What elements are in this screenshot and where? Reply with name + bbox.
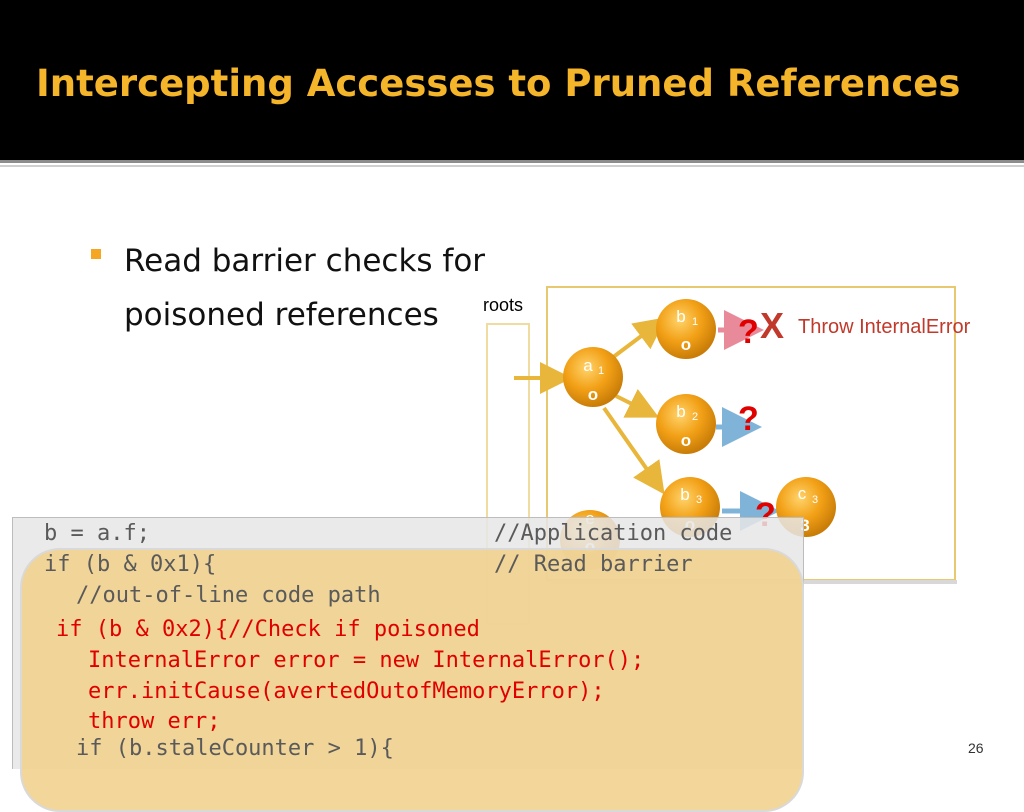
code-comment-application: //Application code [494,521,733,546]
node-a1-sub: 1 [598,365,604,377]
node-b3-sub: 3 [696,494,702,506]
throw-label: Throw InternalError [798,316,971,338]
x-mark: X [760,305,784,346]
node-b1-sub: 1 [692,316,698,328]
bullet-marker-icon [91,249,101,259]
code-comment-read-barrier: // Read barrier [494,552,693,577]
slide-number: 26 [968,740,984,756]
bullet-text: Read barrier checks for poisoned referen… [124,243,486,333]
node-a1: a 1 o [563,347,623,407]
node-b1-value: o [681,335,691,354]
code-line-new-error: InternalError error = new InternalError(… [88,648,645,673]
node-b2: b 2 o [656,394,716,454]
question-mark-b2: ? [738,400,759,438]
node-a1-letter: a [583,356,593,375]
title-bar: Intercepting Accesses to Pruned Referenc… [0,0,1024,160]
code-line-if-bit: if (b & 0x1){ [44,552,217,577]
code-line-init-cause: err.initCause(avertedOutofMemoryError); [88,679,605,704]
arrow-a1-to-b3 [602,406,665,495]
node-c3-sub: 3 [812,494,818,506]
node-b2-sub: 2 [692,411,698,423]
node-b1-letter: b [676,307,685,326]
code-line-check-poisoned: if (b & 0x2){//Check if poisoned [56,617,480,642]
node-b2-letter: b [676,402,685,421]
node-c3-value: 3 [800,516,809,535]
node-b1: b 1 o [656,299,716,359]
node-b3-letter: b [680,485,689,504]
code-line-assign: b = a.f; [44,521,150,546]
node-c3-letter: c [798,484,807,503]
roots-label: roots [483,295,523,315]
question-mark-b1: ? [738,313,759,351]
code-line-stale-counter: if (b.staleCounter > 1){ [76,736,394,761]
node-b2-value: o [681,431,691,450]
code-line-out-of-line: //out-of-line code path [76,583,381,608]
title-divider-light [0,165,1024,167]
arrow-a1-to-b1 [610,317,667,360]
title-divider [0,160,1024,163]
node-a1-value: o [588,385,598,404]
code-line-throw: throw err; [88,709,221,734]
slide-title: Intercepting Accesses to Pruned Referenc… [36,62,961,105]
arrow-a1-to-b2 [615,388,660,418]
